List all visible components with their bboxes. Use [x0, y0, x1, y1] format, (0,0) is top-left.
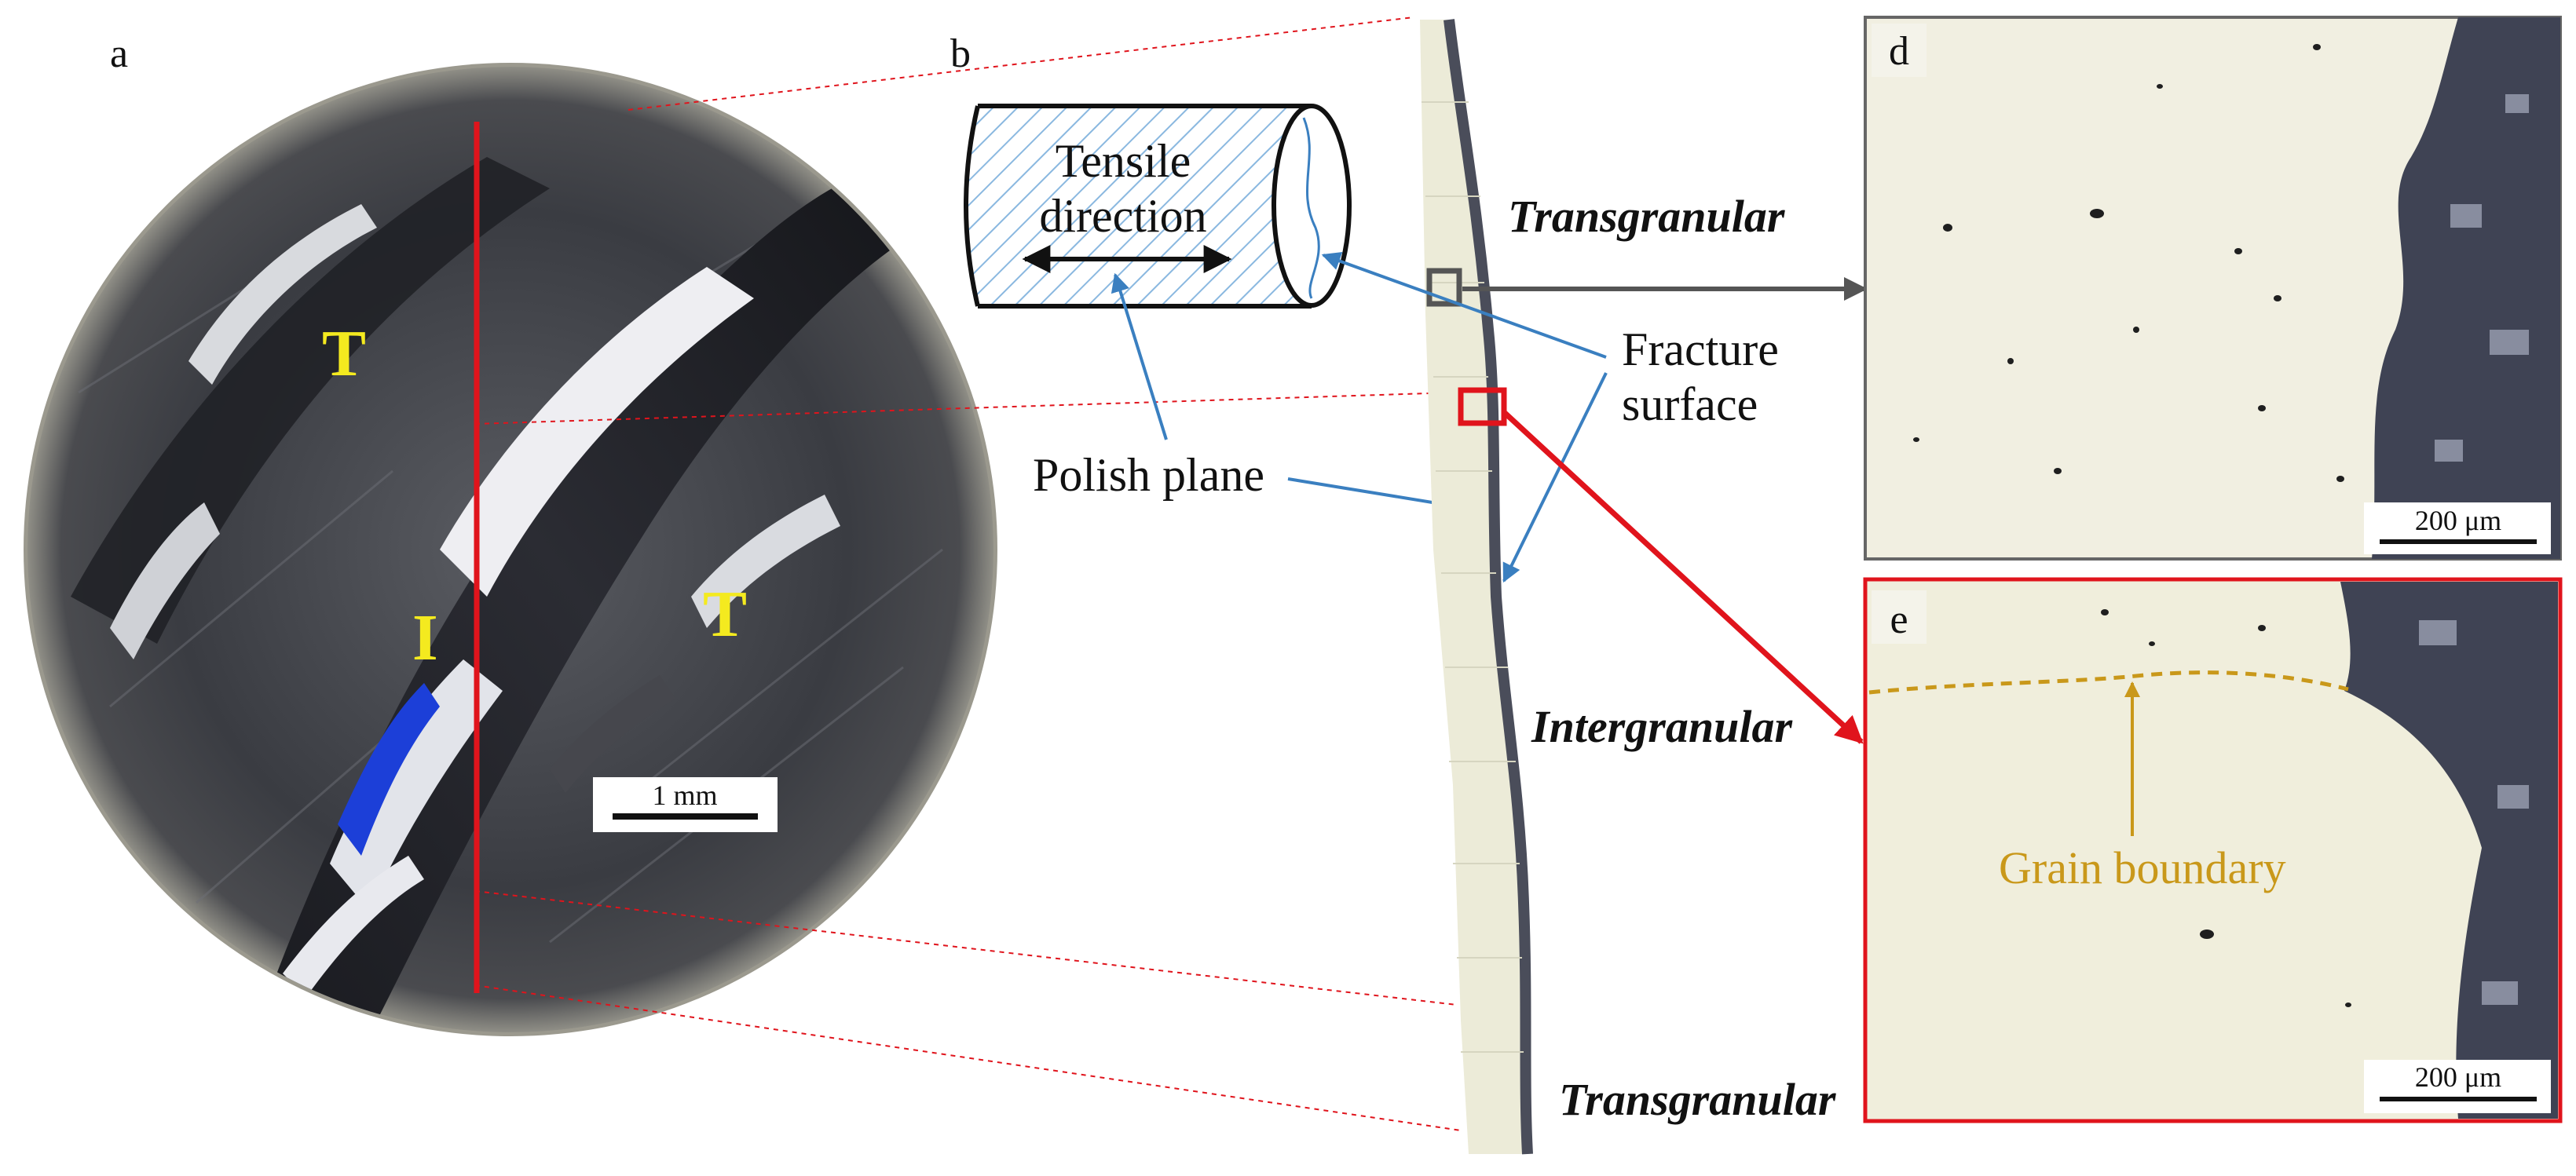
panel-d-label-bg: [1872, 24, 1927, 77]
scale-bar-d-label: 200 μm: [2415, 505, 2501, 536]
arrow-to-panel-e: [1502, 410, 1864, 744]
micrograph-d-mount-region: [2372, 17, 2560, 559]
scale-bar-a-label: 1 mm: [652, 780, 717, 811]
zone-label-middle: Intergranular: [1531, 701, 1792, 752]
grain-boundary-line: [1868, 670, 2349, 695]
micrograph-d-pores: [1913, 44, 2344, 482]
fracture-surface-line1: Fracture: [1622, 323, 1779, 375]
scale-bar-a: 1 mm: [593, 777, 778, 832]
grain-boundary-label: Grain boundary: [1999, 842, 2286, 893]
projection-lines: [474, 16, 1462, 1131]
cross-section-strip: [1420, 19, 1533, 1155]
fracture-arrow-to-section: [1502, 372, 1608, 583]
region-label-transgranular-left: T: [322, 317, 366, 390]
micrograph-e-pores: [2101, 609, 2351, 1007]
panel-c: c Transgranular Intergranular Transgra: [1321, 19, 1868, 1155]
fracture-surface-line2: surface: [1622, 378, 1758, 430]
panel-a: a: [24, 16, 1462, 1131]
scale-bar-d: 200 μm: [2364, 502, 2551, 554]
panel-d-label: d: [1889, 29, 1909, 74]
panel-d: d 200 μm: [1864, 16, 2562, 561]
region-box-e: [1458, 387, 1507, 426]
tensile-direction-line1: Tensile: [1056, 135, 1191, 187]
panel-e-label-bg: [1872, 590, 1927, 644]
region-label-intergranular: I: [412, 601, 438, 674]
panel-a-label: a: [110, 31, 128, 76]
zone-label-bottom: Transgranular: [1559, 1074, 1836, 1125]
panel-e-label: e: [1890, 597, 1908, 642]
region-box-d: [1426, 268, 1462, 307]
panel-b-label: b: [950, 31, 971, 76]
panel-e: Grain boundary e 200 μm: [1863, 577, 2563, 1123]
panel-b: b Tensile direction Polish plane: [950, 31, 1483, 517]
fracture-surface-image: [27, 67, 993, 1032]
scale-bar-e: 200 μm: [2364, 1060, 2551, 1113]
scale-bar-e-label: 200 μm: [2415, 1061, 2501, 1093]
polish-plane-arrow-to-cylinder: [1111, 272, 1168, 440]
region-label-transgranular-right: T: [703, 578, 747, 651]
zone-label-top: Transgranular: [1508, 191, 1785, 242]
tensile-direction-line2: direction: [1039, 190, 1206, 242]
polish-plane-label: Polish plane: [1033, 449, 1264, 501]
fracture-arrow-to-cylinder: [1321, 252, 1607, 359]
